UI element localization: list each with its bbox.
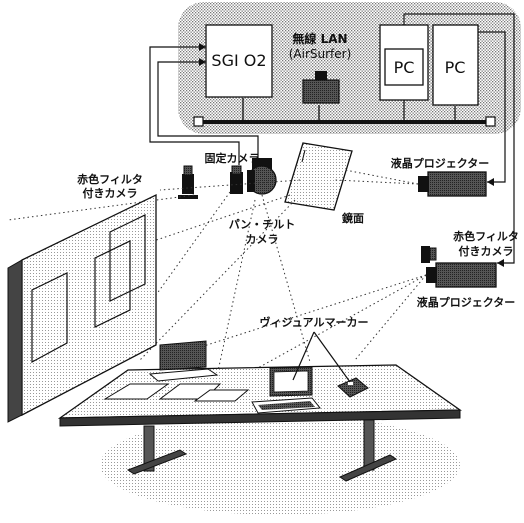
wireless-lan-label: 無線 LAN xyxy=(292,31,347,46)
cables xyxy=(149,13,515,264)
handheld-device xyxy=(337,377,369,398)
red-filter-camera-right-label-2: 付きカメラ xyxy=(459,244,514,258)
red-filter-camera-right-label-1: 赤色フィルタ xyxy=(453,229,519,243)
projector-bottom-label: 液晶プロジェクター xyxy=(417,295,516,309)
airsurfer-label: (AirSurfer) xyxy=(289,47,352,61)
wall-screen xyxy=(7,193,157,423)
sgi-o2-label: SGI O2 xyxy=(211,51,266,70)
pan-tilt-camera xyxy=(247,158,277,195)
sgi-o2-computer: SGI O2 xyxy=(205,24,273,98)
fixed-camera xyxy=(230,165,243,194)
pan-tilt-label-1: パン・チルト xyxy=(229,218,296,231)
visual-marker-label: ヴィジュアルマーカー xyxy=(260,315,369,329)
fixed-camera-label: 固定カメラ xyxy=(205,151,260,165)
red-filter-camera-left xyxy=(178,165,198,199)
projector-bottom xyxy=(426,262,497,288)
pc-left: PC xyxy=(379,24,429,101)
projector-top-label: 液晶プロジェクター xyxy=(391,156,490,170)
red-filter-camera-right xyxy=(421,246,437,263)
mirror xyxy=(284,142,353,211)
wireless-lan-unit: 無線 LAN (AirSurfer) xyxy=(289,31,352,104)
laptop-left xyxy=(148,340,219,382)
pc-left-label: PC xyxy=(394,58,415,77)
red-filter-camera-left-label-2: 付きカメラ xyxy=(83,186,138,200)
paper-cards xyxy=(103,383,250,402)
mirror-label: 鏡面 xyxy=(342,211,364,225)
pc-right: PC xyxy=(432,24,479,106)
projector-top xyxy=(418,171,487,197)
visual-marker-pointers xyxy=(292,331,351,383)
pc-right-label: PC xyxy=(445,58,466,77)
laptop-right xyxy=(251,366,321,414)
cable-arrowheads xyxy=(199,43,504,267)
red-filter-camera-left-label-1: 赤色フィルタ xyxy=(77,172,143,186)
